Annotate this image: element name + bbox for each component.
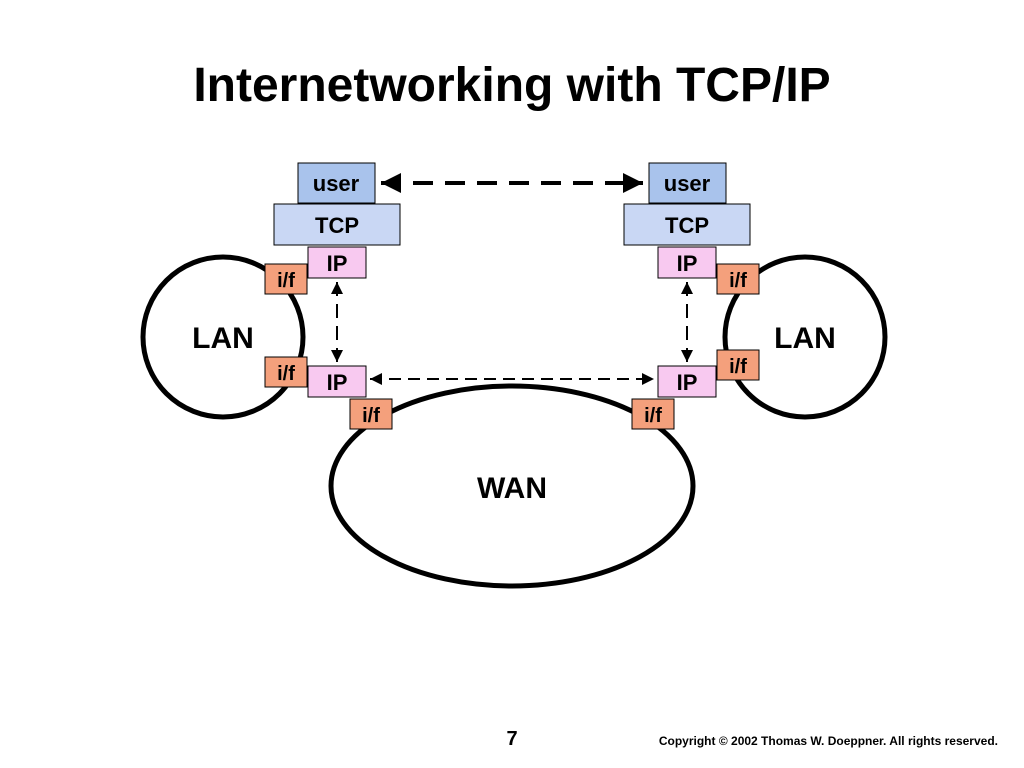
right-router-wan-if-label: i/f xyxy=(644,405,662,427)
left-tcp-label: TCP xyxy=(315,213,359,238)
right-router-wan-if-box xyxy=(631,398,675,430)
left-host-stack: user TCP IP i/f xyxy=(264,162,401,295)
right-router-lan-if-box xyxy=(716,349,760,381)
left-router: i/f IP i/f xyxy=(264,356,393,430)
left-router-ip-label: IP xyxy=(327,370,348,395)
right-host-ip-box xyxy=(657,246,717,279)
right-user-label: user xyxy=(664,171,711,196)
left-host-ip-box xyxy=(307,246,367,279)
left-router-lan-if-box xyxy=(264,356,308,388)
right-router-ip-box xyxy=(657,365,717,398)
left-router-ip-box xyxy=(307,365,367,398)
left-user-box xyxy=(297,162,376,204)
right-host-if-box xyxy=(716,263,760,295)
lan-left-circle xyxy=(140,254,306,420)
left-router-lan-if-label: i/f xyxy=(277,363,295,385)
left-router-wan-if-box xyxy=(349,398,393,430)
left-user-label: user xyxy=(313,171,360,196)
right-router: i/f IP i/f xyxy=(631,349,760,430)
left-host-ip-label: IP xyxy=(327,251,348,276)
left-host-if-label: i/f xyxy=(277,270,295,292)
lan-right-circle xyxy=(722,254,888,420)
right-host-if-label: i/f xyxy=(729,270,747,292)
right-host-ip-label: IP xyxy=(677,251,698,276)
left-router-wan-if-label: i/f xyxy=(362,405,380,427)
copyright-notice: Copyright © 2002 Thomas W. Doeppner. All… xyxy=(658,734,998,748)
slide-title: Internetworking with TCP/IP xyxy=(193,59,831,112)
right-router-ip-label: IP xyxy=(677,370,698,395)
right-user-box xyxy=(648,162,727,204)
right-router-lan-if-label: i/f xyxy=(729,356,747,378)
page-number: 7 xyxy=(506,728,518,750)
left-tcp-box xyxy=(273,203,401,246)
right-tcp-label: TCP xyxy=(665,213,709,238)
right-tcp-box xyxy=(623,203,751,246)
lan-left-label: LAN xyxy=(192,322,254,355)
wan-label: WAN xyxy=(477,472,547,505)
right-host-stack: user TCP IP i/f xyxy=(623,162,760,295)
wan-ellipse xyxy=(328,383,696,589)
left-host-if-box xyxy=(264,263,308,295)
lan-right-label: LAN xyxy=(774,322,836,355)
